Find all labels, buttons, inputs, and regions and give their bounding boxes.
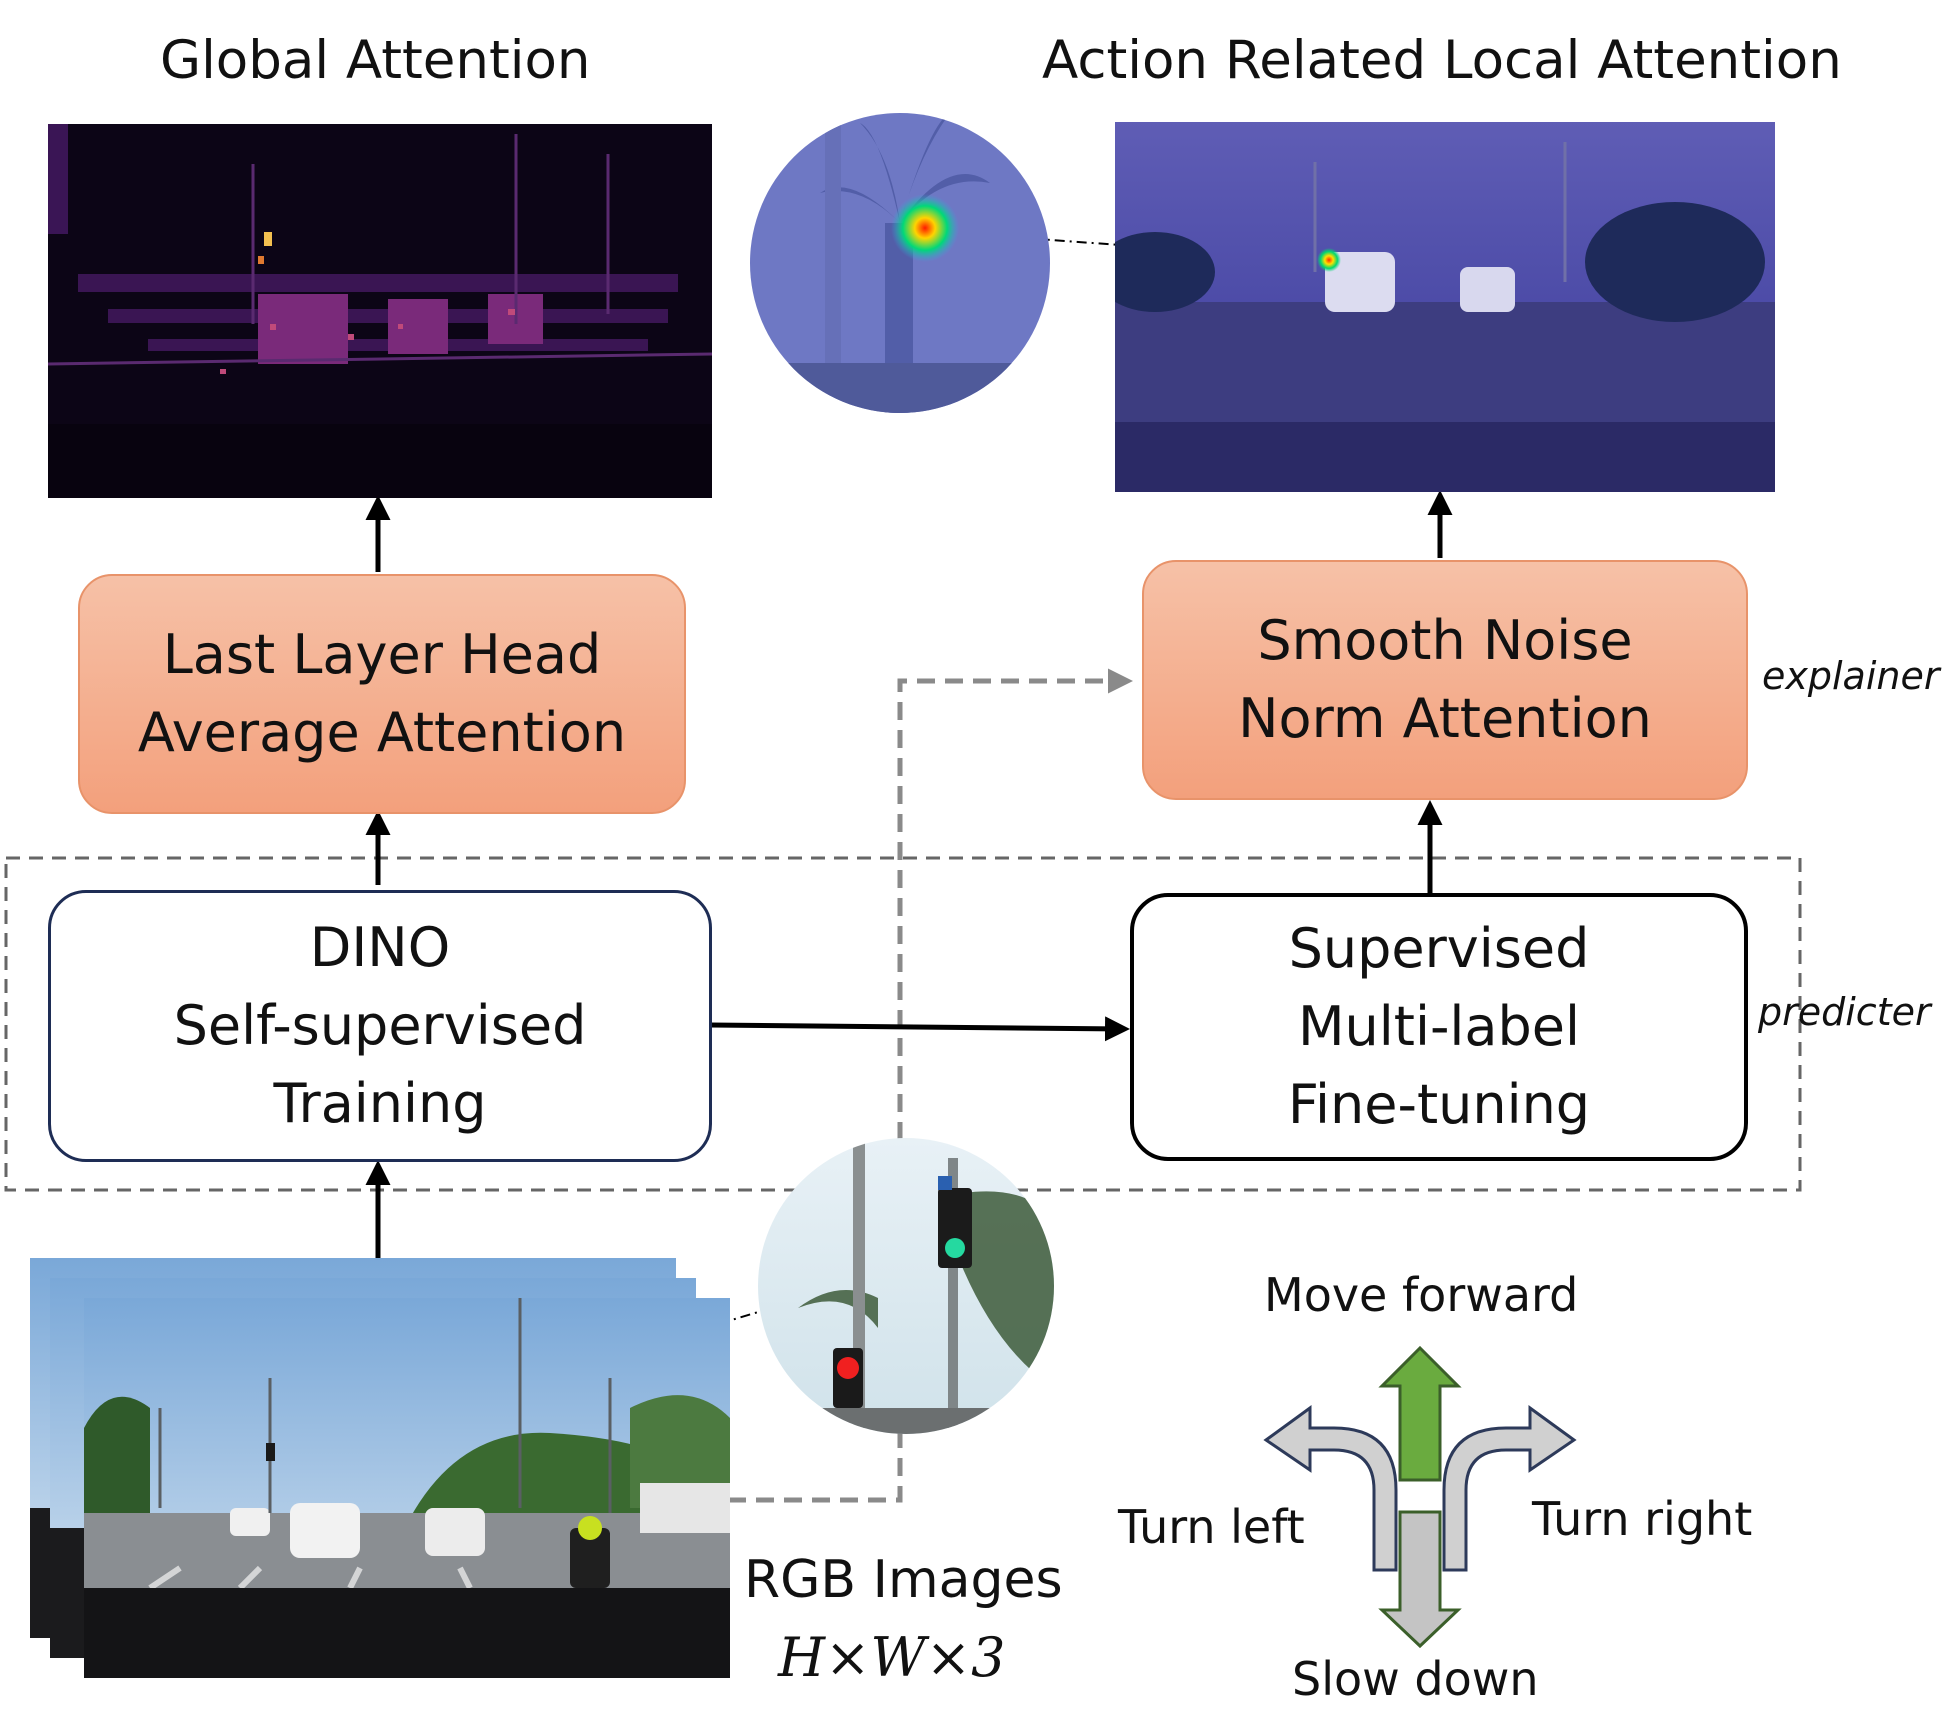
image-to-explainer-dashed-arrow [728, 668, 1133, 1503]
turn-left-arrow [1263, 1405, 1398, 1572]
move-forward-label: Move forward [1264, 1268, 1579, 1322]
turn-left-label: Turn left [1118, 1500, 1305, 1554]
image-shape-label: H×W×3 [778, 1626, 1006, 1689]
input-image-stack [30, 1258, 730, 1678]
last-layer-line-1: Last Layer Head [162, 623, 602, 686]
rgb-images-label: RGB Images [744, 1550, 1063, 1610]
rgb-image-frames [30, 1258, 730, 1678]
dino-line-2: Self-supervised [173, 994, 587, 1057]
dino-to-supervised-arrow [709, 1016, 1130, 1042]
move-forward-arrow [1378, 1345, 1462, 1482]
dino-line-3: Training [273, 1072, 487, 1135]
input-zoom-circle [758, 1138, 1054, 1434]
turn-right-label: Turn right [1532, 1492, 1753, 1546]
local-zoom-circle [750, 113, 1050, 413]
smooth-noise-line-2: Norm Attention [1238, 687, 1652, 750]
action-arrows [1263, 1345, 1577, 1649]
dino-line-1: DINO [309, 916, 451, 979]
supervised-line-1: Supervised [1288, 917, 1590, 980]
last-layer-head-box: Last Layer Head Average Attention [78, 574, 686, 814]
smooth-noise-box: Smooth Noise Norm Attention [1142, 560, 1748, 800]
supervised-box: Supervised Multi-label Fine-tuning [1130, 893, 1748, 1161]
supervised-line-3: Fine-tuning [1287, 1073, 1591, 1136]
dino-box: DINO Self-supervised Training [48, 890, 712, 1162]
slow-down-label: Slow down [1292, 1652, 1539, 1706]
slow-down-arrow [1378, 1510, 1462, 1649]
smooth-noise-line-1: Smooth Noise [1257, 609, 1633, 672]
explainer-label: explainer [1762, 654, 1940, 698]
local-attention-title: Action Related Local Attention [1042, 30, 1842, 91]
predicter-label: predicter [1758, 990, 1931, 1034]
turn-right-arrow [1442, 1405, 1577, 1572]
last-layer-line-2: Average Attention [137, 701, 627, 764]
supervised-line-2: Multi-label [1297, 995, 1581, 1058]
global-attention-map [48, 124, 712, 498]
global-attention-title: Global Attention [160, 30, 591, 91]
local-attention-map [1115, 122, 1775, 492]
